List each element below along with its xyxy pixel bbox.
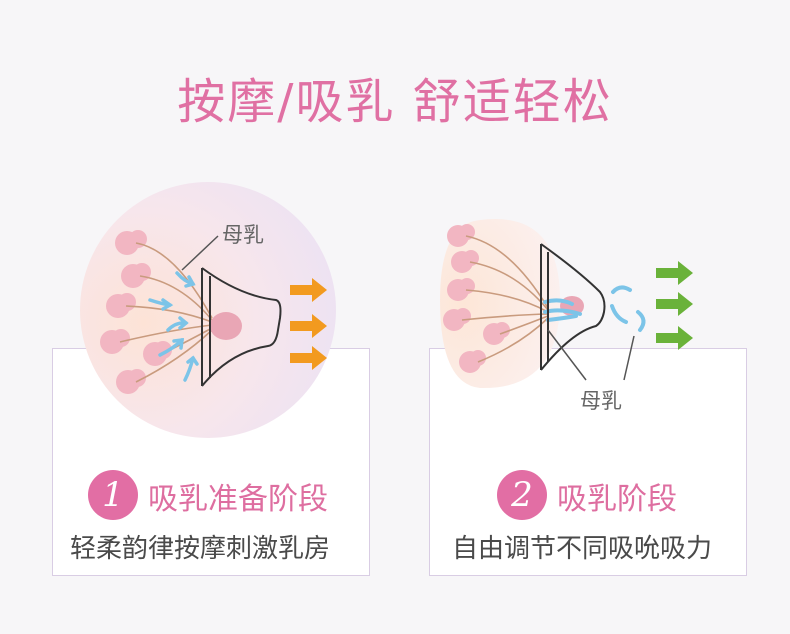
milk-label-pointer-2b: [623, 335, 635, 381]
stage-number-badge-1: 1: [88, 470, 138, 520]
milk-label-pointer: [181, 235, 219, 271]
nipple-icon: [210, 312, 242, 340]
stage-title-2: 吸乳阶段: [557, 482, 677, 517]
stage-number-badge-2: 2: [497, 470, 547, 520]
stage-title-1: 吸乳准备阶段: [148, 482, 328, 517]
breast-pump-flange-icon: [201, 267, 282, 387]
milk-label: 母乳: [222, 223, 264, 247]
milk-flow-arrows: [148, 271, 199, 382]
panel-2-card: [429, 348, 747, 576]
milk-label-pointer-2a: [547, 329, 587, 381]
massage-illustration: 母乳: [80, 182, 336, 438]
breast-pump-flange-icon-2: [540, 243, 606, 371]
page-title: 按摩/吸乳 舒适轻松: [177, 74, 613, 130]
milk-drop-icons: [610, 285, 646, 332]
milk-gland-icons: [100, 230, 172, 394]
suction-illustration: 母乳: [440, 219, 693, 413]
stage-description-1: 轻柔韵律按摩刺激乳房: [70, 534, 331, 564]
output-arrows-2: [656, 261, 693, 350]
output-arrows: [290, 278, 327, 370]
milk-label-2: 母乳: [580, 389, 622, 413]
stage-description-2: 自由调节不同吸吮吸力: [452, 534, 713, 564]
